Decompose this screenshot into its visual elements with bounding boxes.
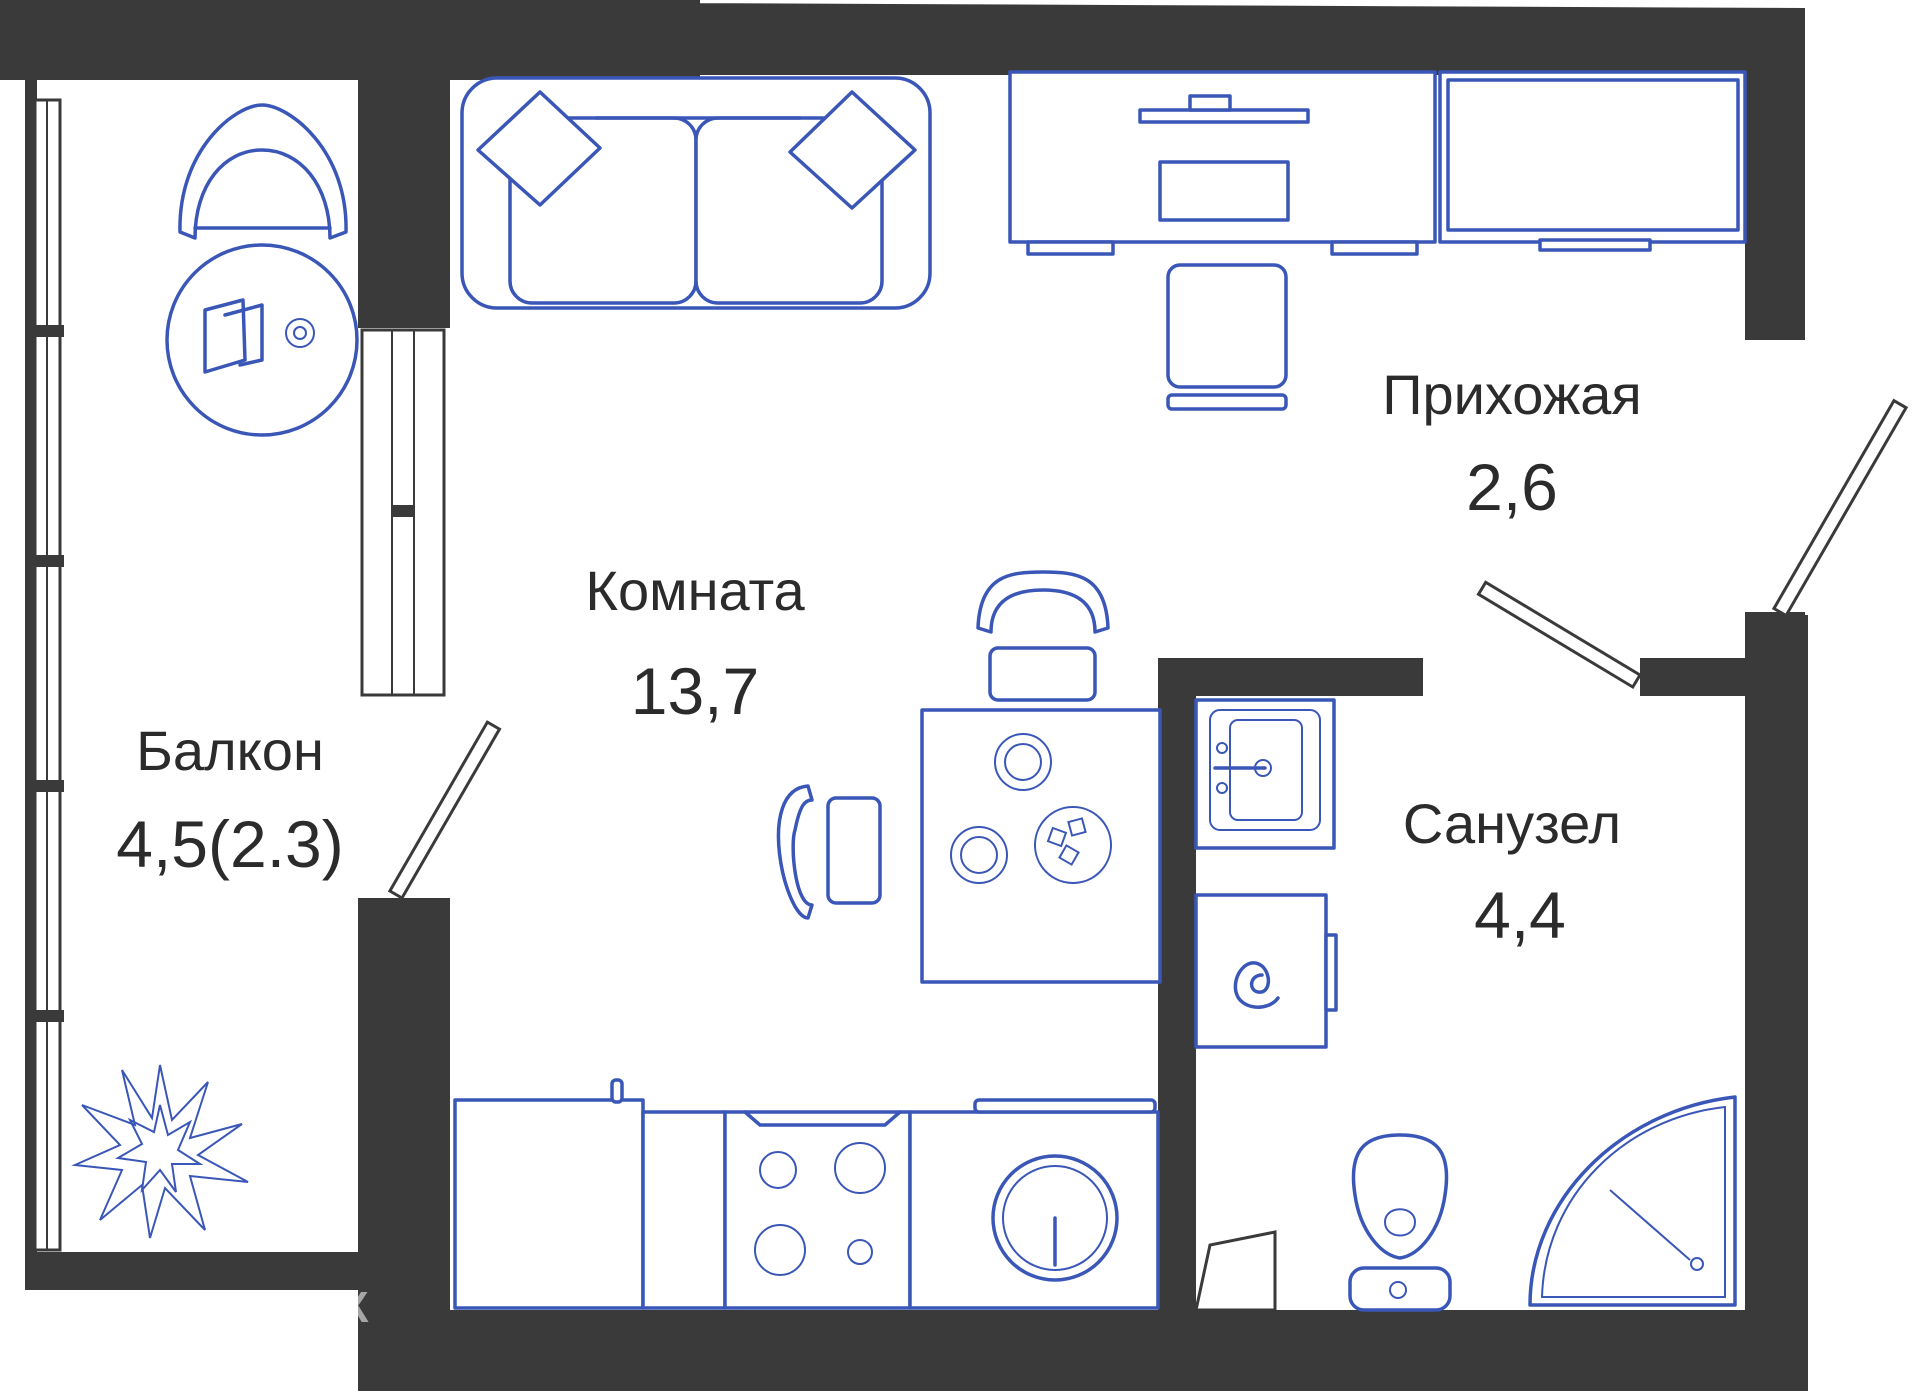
sofa-icon [460, 76, 932, 310]
balcony-armchair-icon [178, 103, 348, 240]
room-label-hallway: Прихожая 2,6 [1382, 363, 1642, 524]
stove-icon [743, 1110, 902, 1276]
wall-balcony-bottom [25, 1252, 365, 1290]
wall-right-upper [1745, 8, 1805, 340]
sink-icon [991, 1154, 1119, 1282]
door-balcony [387, 720, 502, 901]
cup-icon [293, 326, 307, 340]
door-bathroom [1476, 580, 1643, 690]
balcony-table-icon [165, 243, 359, 437]
book-icon [203, 298, 247, 374]
window-balcony-mullion [31, 325, 64, 337]
room-name: Прихожая [1382, 363, 1642, 426]
room-label-balcony: Балкон 4,5(2.3) [116, 719, 343, 881]
room-area: 2,6 [1466, 450, 1558, 524]
toilet-icon [1348, 1133, 1452, 1312]
window-balcony-mullion [31, 555, 64, 567]
wall-right-lower [1745, 615, 1808, 1391]
tv-stand-icon [1008, 70, 1437, 256]
washing-machine-icon [1194, 893, 1338, 1049]
wall-top-main [340, 8, 1805, 75]
bathroom-sink-icon [1194, 698, 1336, 850]
shower-icon [1528, 1095, 1737, 1307]
room-name: Санузел [1403, 792, 1621, 855]
book-icon [223, 303, 264, 367]
room-area: 4,5(2.3) [116, 807, 343, 881]
watermark-text: ДОМКЛИК [150, 1283, 369, 1332]
wall-stub [1745, 612, 1805, 662]
walls [0, 0, 1808, 1391]
house-logo-icon [77, 1304, 139, 1363]
wall-bath-left [1158, 658, 1196, 1390]
plant-icon [71, 1064, 249, 1239]
dining-chair-icon [976, 570, 1110, 702]
room-area: 4,4 [1474, 878, 1566, 952]
windows [31, 98, 446, 1252]
dining-chair-icon [776, 784, 882, 920]
room-label-bathroom: Санузел 4,4 [1403, 792, 1621, 952]
bath-door-leaf [1194, 1230, 1277, 1312]
wall-left-partition-lower [358, 898, 450, 1391]
wardrobe-icon [1438, 70, 1747, 252]
wall-bath-top [1158, 658, 1423, 696]
doors [387, 398, 1909, 901]
window-room-mullion [392, 505, 414, 517]
desk-chair-icon [1166, 263, 1288, 411]
wall-bottom [358, 1310, 1808, 1391]
room-label-room: Комната 13,7 [585, 559, 805, 728]
window-balcony-mullion [31, 780, 64, 792]
dining-table-icon [920, 708, 1162, 984]
watermark: ДОМКЛИК [77, 1283, 369, 1363]
cup-icon [285, 318, 315, 348]
balcony-furniture [71, 103, 359, 1239]
room-area: 13,7 [631, 654, 759, 728]
room-name: Комната [585, 559, 805, 622]
wall-left-partition-upper [358, 60, 450, 328]
wall-bath-top-right [1640, 658, 1760, 696]
room-name: Балкон [136, 719, 324, 782]
door-entrance [1771, 398, 1909, 618]
window-balcony-mullion [31, 1010, 64, 1022]
